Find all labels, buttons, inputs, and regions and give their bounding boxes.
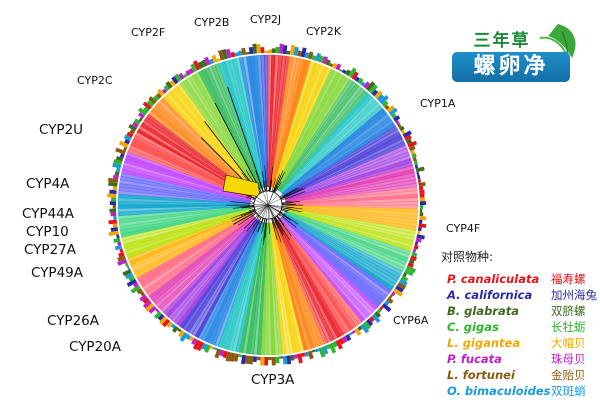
legend-title: 对照物种: xyxy=(441,250,494,264)
legend-species: O. bimaculoides xyxy=(447,384,551,398)
family-label-cyp3a: CYP3A xyxy=(251,372,295,388)
family-label-cyp44a: CYP44A xyxy=(22,206,74,222)
legend-row: P. canaliculata 福寿螺 xyxy=(447,271,597,287)
legend-row: A. californica 加州海兔 xyxy=(447,287,597,303)
legend-row: L. fortunei 金贻贝 xyxy=(447,367,597,383)
legend-row: C. gigas 长牡蛎 xyxy=(447,319,597,335)
logo-top-text: 三年草 xyxy=(473,31,531,51)
legend-row: P. fucata 珠母贝 xyxy=(447,351,597,367)
legend-species-cn: 双斑蛸 xyxy=(551,384,586,398)
family-label-cyp2b: CYP2B xyxy=(194,16,230,29)
family-label-cyp2k: CYP2K xyxy=(306,25,342,38)
legend-species-cn: 加州海兔 xyxy=(551,288,597,302)
legend-species-cn: 金贻贝 xyxy=(551,368,586,382)
legend-species: P. fucata xyxy=(447,352,502,366)
family-label-cyp27a: CYP27A xyxy=(24,242,76,258)
family-label-cyp20a: CYP20A xyxy=(69,339,121,355)
legend-species-cn: 珠母贝 xyxy=(551,352,586,366)
family-label-cyp49a: CYP49A xyxy=(31,265,83,281)
legend-species-cn: 大帽贝 xyxy=(551,336,586,350)
legend-species: B. glabrata xyxy=(447,304,519,318)
legend-row: L. gigantea 大帽贝 xyxy=(447,335,597,351)
family-label-cyp4a: CYP4A xyxy=(26,176,70,192)
species-ring xyxy=(107,43,427,366)
tree-branches xyxy=(200,86,306,245)
legend-species-cn: 长牡蛎 xyxy=(551,320,586,334)
family-label-cyp2c: CYP2C xyxy=(77,74,113,87)
legend-row: O. bimaculoides 双斑蛸 xyxy=(447,383,597,399)
legend-species: C. gigas xyxy=(447,320,499,334)
legend-row: B. glabrata 双脐螺 xyxy=(447,303,597,319)
logo-bottom-text: 螺卵净 xyxy=(452,52,570,82)
clade-wedges xyxy=(117,54,419,356)
family-label-cyp2f: CYP2F xyxy=(131,26,166,39)
family-label-cyp2u: CYP2U xyxy=(39,122,84,138)
family-label-cyp26a: CYP26A xyxy=(47,313,99,329)
legend-species-cn: 双脐螺 xyxy=(551,304,586,318)
family-label-cyp1a: CYP1A xyxy=(420,97,456,110)
legend-species-cn: 福寿螺 xyxy=(551,272,586,286)
family-label-cyp4f: CYP4F xyxy=(446,222,481,235)
legend-species: L. gigantea xyxy=(447,336,521,350)
brand-logo: 三年草 螺卵净 xyxy=(440,18,588,90)
legend-species: P. canaliculata xyxy=(447,272,540,286)
family-label-cyp6a: CYP6A xyxy=(393,314,429,327)
legend-species: A. californica xyxy=(447,288,533,302)
legend-species: L. fortunei xyxy=(447,368,515,382)
family-label-cyp10: CYP10 xyxy=(26,224,69,240)
family-label-cyp2j: CYP2J xyxy=(250,13,282,26)
